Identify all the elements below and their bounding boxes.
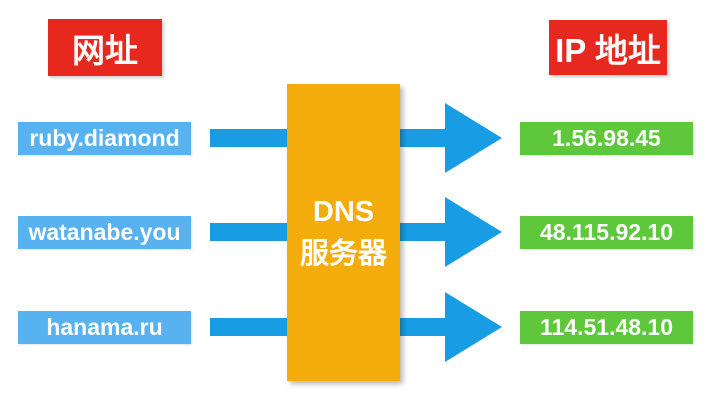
domain-box-1: ruby.diamond: [18, 122, 191, 155]
ip-box-2: 48.115.92.10: [520, 216, 693, 249]
domain-box-2: watanabe.you: [18, 216, 191, 249]
arrow-stem-right-3: [399, 318, 446, 336]
dns-server-label-line2: 服务器: [299, 237, 387, 270]
arrow-stem-left-1: [210, 129, 289, 147]
domain-label-1: ruby.diamond: [29, 125, 180, 151]
arrow-stem-left-2: [210, 223, 289, 241]
ip-label-2: 48.115.92.10: [539, 219, 674, 245]
domain-label-2: watanabe.you: [28, 219, 181, 245]
ip-box-3: 114.51.48.10: [520, 311, 693, 344]
arrow-head-icon-2: [445, 197, 502, 267]
dns-server-label-line1: DNS: [312, 195, 375, 228]
arrow-head-icon-3: [445, 292, 502, 362]
header-ip-address-label: IP 地址: [555, 31, 661, 69]
domain-box-3: hanama.ru: [18, 311, 191, 344]
ip-box-1: 1.56.98.45: [520, 122, 693, 155]
ip-label-1: 1.56.98.45: [552, 125, 661, 151]
arrow-stem-right-2: [399, 223, 446, 241]
arrow-stem-right-1: [399, 129, 446, 147]
arrow-head-icon-1: [445, 103, 502, 173]
header-web-address-label: 网址: [72, 31, 138, 69]
header-ip-address: IP 地址: [549, 20, 667, 75]
domain-label-3: hanama.ru: [46, 314, 163, 340]
header-web-address: 网址: [48, 19, 162, 76]
ip-label-3: 114.51.48.10: [539, 314, 674, 340]
arrow-stem-left-3: [210, 318, 289, 336]
dns-server-box: DNS 服务器: [287, 84, 400, 381]
